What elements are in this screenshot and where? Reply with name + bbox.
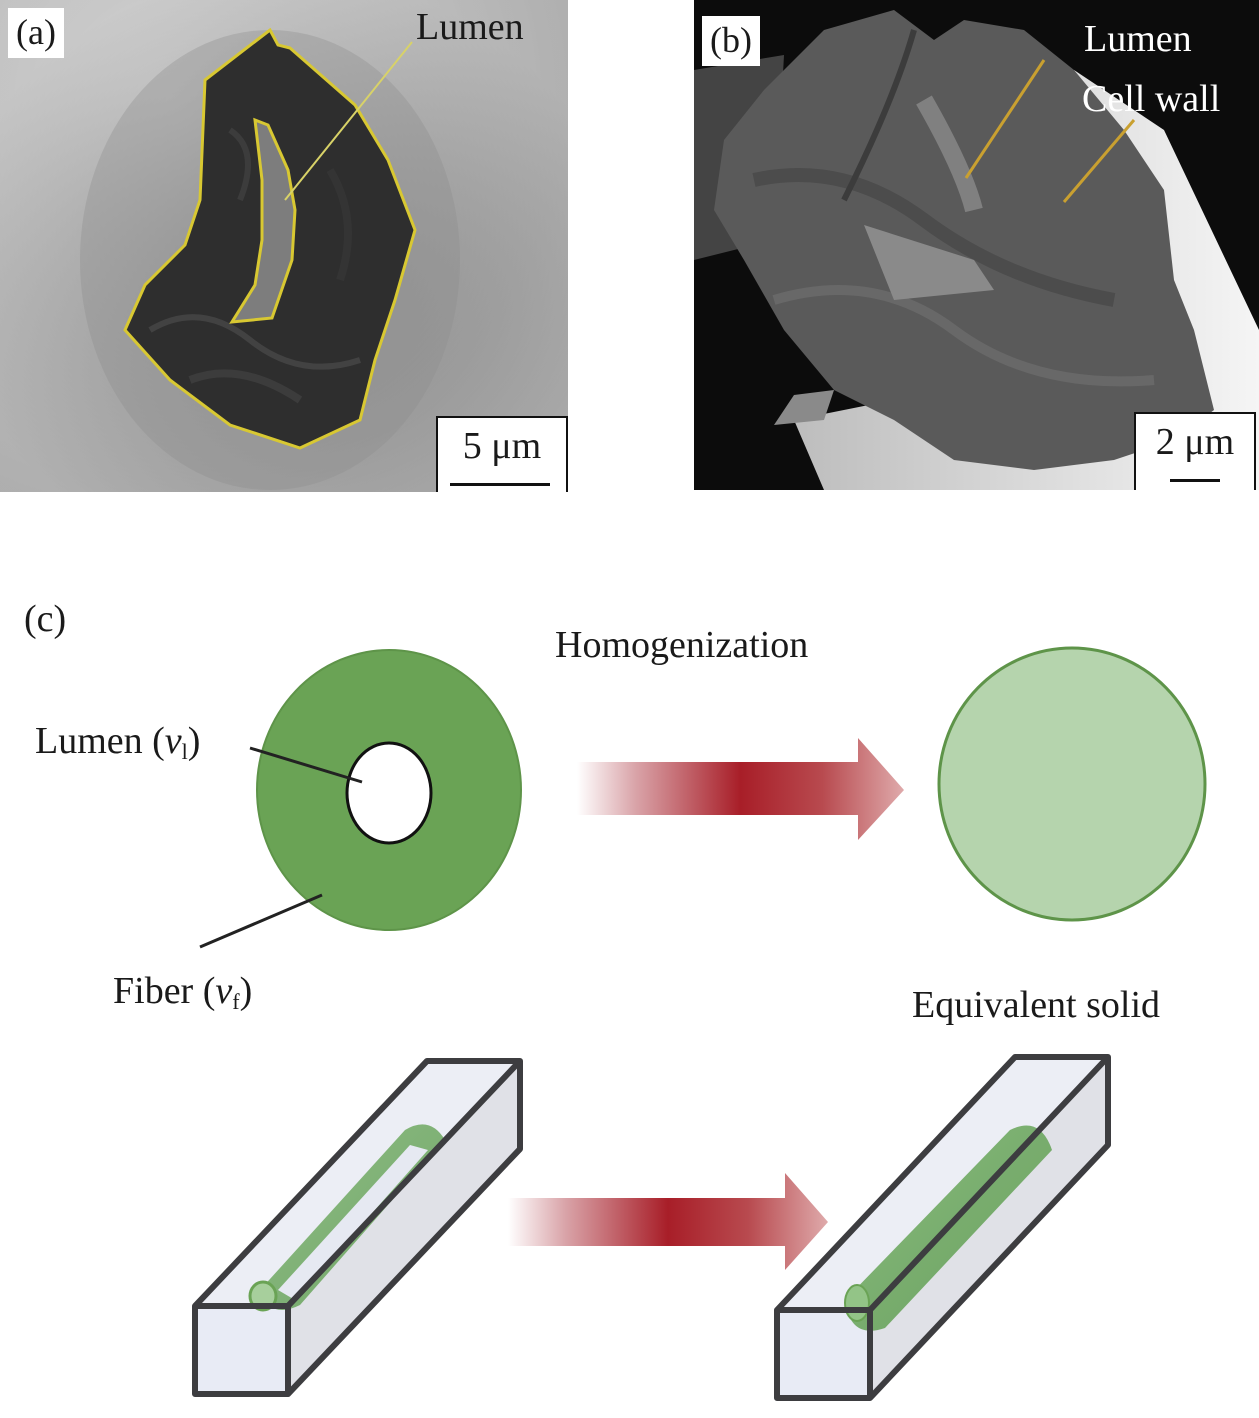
panel-b-cell-wall-label: Cell wall	[1082, 78, 1221, 120]
hollow-fiber-prism	[192, 1058, 523, 1397]
equivalent-solid-label: Equivalent solid	[912, 984, 1161, 1026]
panel-c-label: (c)	[24, 598, 67, 640]
fiber-pointer	[199, 893, 323, 949]
panel-a-drawing	[0, 0, 568, 492]
scale-bar-text: 2 μm	[1155, 421, 1235, 463]
panel-b-label: (b)	[702, 16, 760, 66]
lumen-leader-line	[284, 41, 413, 201]
panel-b-scale-bar: 2 μm	[1134, 412, 1256, 490]
equivalent-solid-circle	[937, 646, 1207, 922]
homogenization-label: Homogenization	[555, 624, 809, 666]
panel-a-image: (a) Lumen 5 μm	[0, 0, 568, 492]
panel-b-image: (b) Lumen Cell wall 2 μm	[694, 0, 1259, 490]
cell-wall-leader-line	[1062, 119, 1136, 203]
scale-bar-text: 5 μm	[462, 425, 542, 467]
lumen-hole	[345, 741, 433, 845]
panel-a-scale-bar: 5 μm	[436, 416, 568, 492]
homogenization-arrow	[577, 738, 904, 840]
lumen-leader-line	[964, 59, 1046, 179]
panel-a-lumen-label: Lumen	[416, 6, 524, 48]
scale-bar-line	[1170, 479, 1220, 482]
fiber-volume-label: Fiber (vf)	[113, 970, 253, 1014]
lumen-volume-label: Lumen (vl)	[35, 720, 201, 764]
scale-bar-line	[450, 483, 550, 486]
panel-b-lumen-label: Lumen	[1084, 18, 1192, 60]
panel-a-label: (a)	[8, 8, 64, 58]
equivalent-solid-prism	[774, 1054, 1111, 1401]
lumen-pointer	[249, 746, 363, 784]
lumen-outline	[229, 117, 297, 324]
homogenization-arrow-bottom	[508, 1173, 828, 1270]
panel-b-drawing	[694, 10, 1259, 490]
